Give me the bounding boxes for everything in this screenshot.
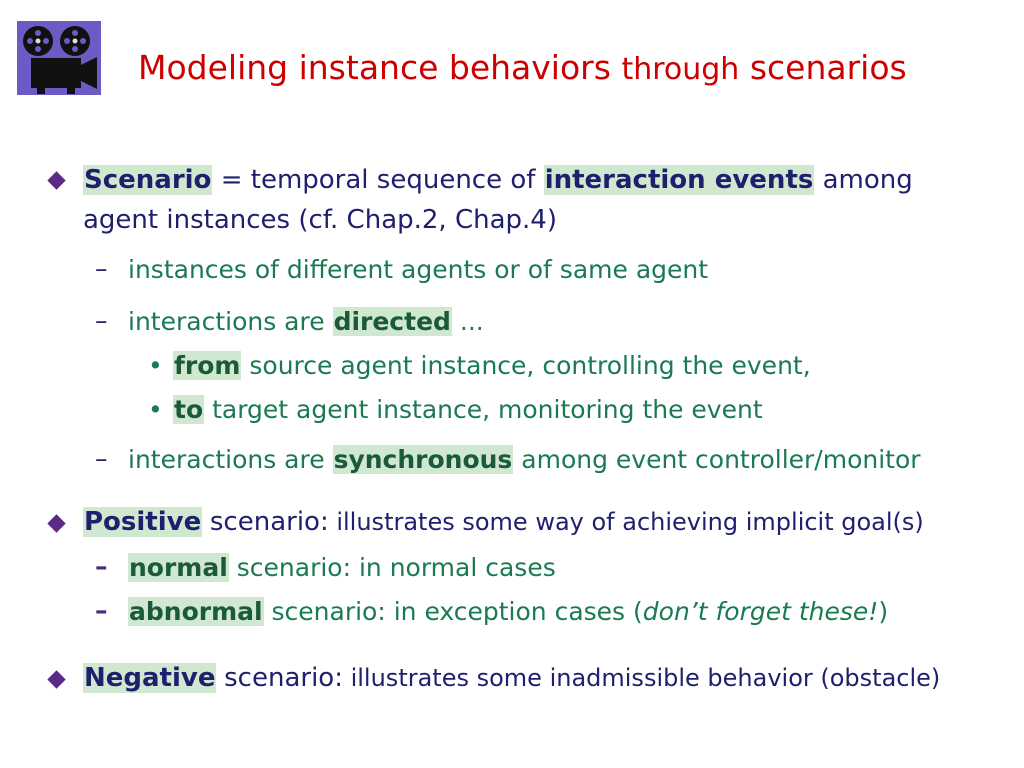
bullet-diamond-icon — [47, 171, 66, 190]
dot-marker: • — [148, 351, 163, 380]
film-projector-icon — [17, 21, 101, 95]
sub-abnormal: abnormal scenario: in exception cases (d… — [128, 597, 889, 626]
bullet-negative: Negative scenario: illustrates some inad… — [83, 663, 941, 693]
bullet-positive: Positive scenario: illustrates some way … — [83, 507, 924, 537]
sub-directed: interactions are directed ... — [128, 307, 484, 336]
dash-marker: – — [95, 444, 108, 473]
dash-marker: – — [95, 254, 108, 283]
subsub-to: to target agent instance, monitoring the… — [173, 395, 763, 424]
dash-marker: – — [95, 552, 108, 581]
subsub-from: from source agent instance, controlling … — [173, 351, 811, 380]
bullet-diamond-icon — [47, 514, 66, 533]
title-part1: Modeling instance behaviors — [138, 48, 611, 87]
slide-title: Modeling instance behaviors through scen… — [138, 48, 1008, 87]
sub-synchronous: interactions are synchronous among event… — [128, 445, 921, 474]
dash-marker: – — [95, 306, 108, 335]
bullet-scenario-line1: Scenario = temporal sequence of interact… — [83, 165, 913, 195]
sub-normal: normal scenario: in normal cases — [128, 553, 556, 582]
title-part2: through — [621, 52, 740, 87]
dot-marker: • — [148, 395, 163, 424]
title-part3: scenarios — [749, 48, 907, 87]
sub-instances: instances of different agents or of same… — [128, 255, 709, 284]
bullet-diamond-icon — [47, 670, 66, 689]
dash-marker: – — [95, 596, 108, 625]
bullet-scenario-line2: agent instances (cf. Chap.2, Chap.4) — [83, 205, 557, 235]
